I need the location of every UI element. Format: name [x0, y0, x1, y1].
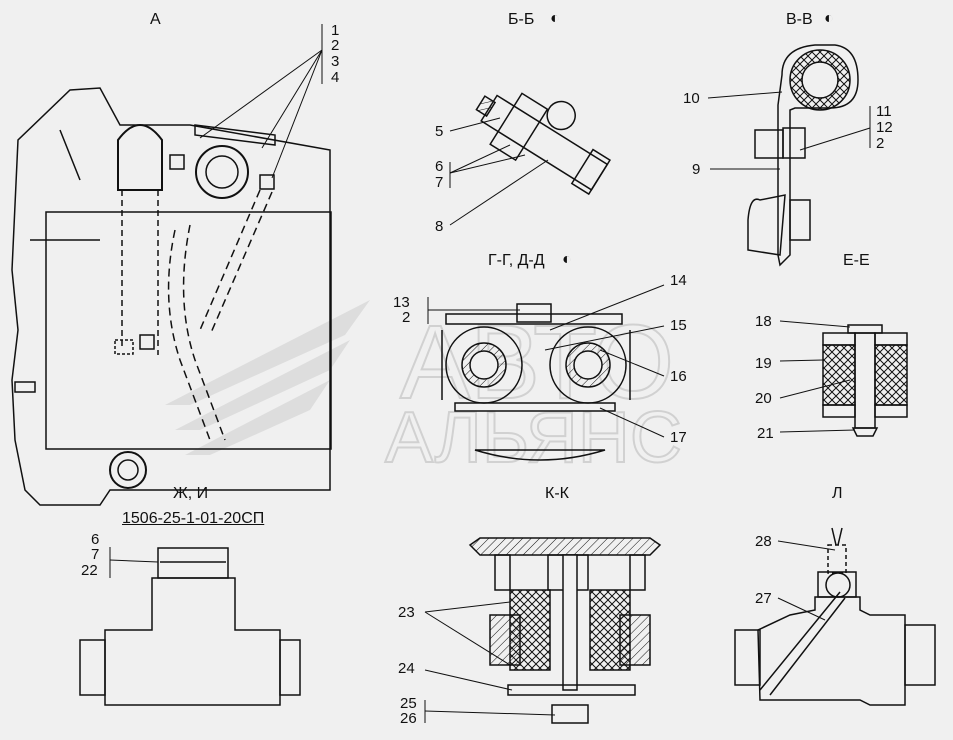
callout: 21: [757, 425, 774, 442]
rotation-icon: ◐: [824, 10, 834, 27]
callout: 12: [876, 119, 893, 136]
callout: 6: [435, 158, 444, 175]
view-a-drawing: [11, 87, 332, 506]
callout: 5: [435, 123, 444, 140]
doc-number: 1506-25-1-01-20СП: [122, 510, 265, 527]
callout: 26: [400, 710, 417, 727]
view-zh-drawing: [79, 547, 301, 706]
callout: 18: [755, 313, 772, 330]
view-l-title: Л: [832, 485, 843, 502]
rotation-icon: ◐: [562, 251, 572, 268]
view-gg-title: Г-Г, Д-Д: [488, 252, 545, 269]
callout: 2: [331, 37, 340, 54]
view-a-leaders: [199, 24, 323, 179]
callout: 8: [435, 218, 444, 235]
view-bb-title: Б-Б: [508, 11, 535, 28]
callout: 2: [402, 309, 411, 326]
view-vv-drawing: [707, 44, 871, 267]
view-kk-drawing: [424, 537, 662, 724]
watermark-logo: АВТО АЛЬЯНС: [165, 300, 683, 479]
watermark-line1: АВТО: [400, 304, 674, 421]
view-ee-drawing: [779, 320, 908, 437]
callout: 28: [755, 533, 772, 550]
callout: 11: [876, 103, 892, 120]
watermark-line2: АЛЬЯНС: [385, 398, 682, 478]
view-zh-title: Ж, И: [173, 485, 209, 502]
view-kk-title: К-К: [545, 485, 569, 502]
callout: 20: [755, 390, 772, 407]
callout: 4: [331, 69, 340, 86]
callout: 16: [670, 368, 687, 385]
callout: 23: [398, 604, 415, 621]
callout: 2: [876, 135, 885, 152]
callout: 19: [755, 355, 772, 372]
view-gg-drawing: [427, 284, 665, 461]
callout: 10: [683, 90, 700, 107]
callout: 22: [81, 562, 98, 579]
callout: 3: [331, 53, 340, 70]
view-ee-title: Е-Е: [843, 252, 870, 269]
callout: 13: [393, 294, 410, 311]
callout: 24: [398, 660, 415, 677]
view-l-drawing: [734, 527, 936, 706]
view-a-title: А: [150, 11, 161, 28]
view-bb-drawing: [449, 92, 611, 226]
callout: 27: [755, 590, 772, 607]
callout: 14: [670, 272, 687, 289]
callout: 17: [670, 429, 687, 446]
callout: 7: [91, 546, 100, 563]
callout: 7: [435, 174, 444, 191]
callout: 25: [400, 695, 417, 712]
view-vv-title: В-В: [786, 11, 813, 28]
rotation-icon: ◐: [550, 10, 560, 27]
callout: 15: [670, 317, 687, 334]
callout: 9: [692, 161, 701, 178]
callout: 6: [91, 531, 100, 548]
callout: 1: [331, 22, 340, 39]
